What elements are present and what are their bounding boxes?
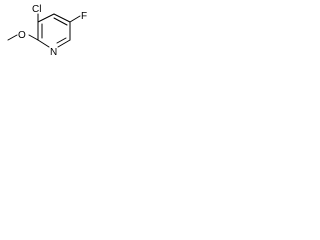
bond-n1-c2 (37, 39, 50, 48)
bond-c4-c5-inner (53, 17, 68, 26)
oxygen-atom-label: O (18, 30, 26, 41)
bond-c6-n1-inner (56, 37, 67, 44)
bond-c6-n1 (57, 39, 71, 48)
fluorine-atom-label: F (81, 11, 87, 22)
chemical-structure: Cl O F N (7, 4, 87, 58)
bond-o-methyl (7, 34, 18, 41)
bond-c3-c4 (37, 13, 55, 23)
bond-c2-o (28, 34, 39, 41)
bond-c4-c5 (53, 13, 71, 23)
nitrogen-atom-label: N (50, 47, 57, 58)
bond-c5-f (69, 15, 81, 23)
chlorine-atom-label: Cl (32, 4, 41, 15)
